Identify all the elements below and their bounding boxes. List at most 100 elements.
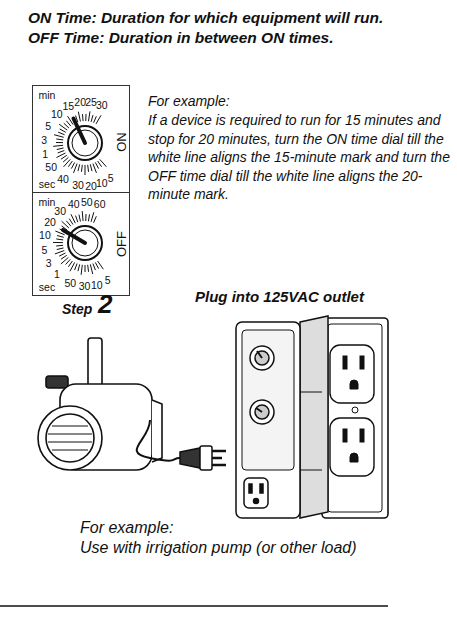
heading: OFF Time: Duration in between ON times.: [28, 28, 453, 47]
example-text: If a device is required to run for 15 mi…: [148, 111, 450, 204]
scale-number: 30: [54, 206, 66, 217]
scale-number: 15: [62, 101, 74, 112]
dial-tick: [91, 115, 93, 122]
dial-tick: [87, 265, 89, 272]
scale-number: 3: [46, 258, 52, 269]
dial-tick: [68, 161, 72, 167]
dial-tick: [79, 215, 80, 222]
dial-tick: [78, 112, 80, 122]
example-text: Use with irrigation pump (or other load): [80, 538, 440, 557]
scale-number: 20: [74, 97, 86, 108]
example-heading: For example:: [80, 518, 440, 537]
dial-tick: [57, 248, 64, 250]
dial-tick: [68, 261, 72, 267]
dial-tick: [57, 148, 64, 150]
scale-number: 20: [85, 180, 97, 191]
scale-number: 10: [39, 230, 51, 241]
dial-tick: [87, 165, 89, 172]
dial-tick: [78, 164, 80, 171]
scale-number: 50: [45, 162, 57, 173]
scale-number: 1: [54, 269, 60, 280]
dial-tick: [98, 161, 102, 167]
dial-tick: [76, 216, 78, 223]
dial-tick: [81, 265, 82, 275]
dial-tick: [56, 245, 63, 247]
scale-number: 30: [79, 281, 91, 292]
scale-number: 60: [94, 199, 106, 210]
example-heading: For example:: [148, 93, 448, 110]
dial-tick: [85, 214, 86, 221]
dial-panel: min152025301053150403020105secON: [32, 85, 130, 193]
dial-tick: [58, 151, 65, 153]
dial-tick: [85, 265, 86, 272]
dial-tick: [81, 165, 83, 172]
heading: ON Time: Duration for which equipment wi…: [28, 8, 453, 27]
cord: [137, 420, 180, 461]
dial-tick: [95, 162, 98, 168]
on-dial-knob: [68, 119, 102, 161]
wall-outlet: [322, 318, 388, 518]
dial-title: OFF: [115, 231, 128, 257]
step-word: Step: [62, 301, 102, 318]
dial-tick: [82, 114, 84, 121]
dial-tick: [54, 135, 64, 138]
dial-tick: [90, 264, 92, 274]
scale-number: min: [39, 90, 56, 101]
dial-tick: [64, 123, 69, 128]
pump: [38, 338, 162, 470]
scale-number: 25: [85, 97, 97, 108]
dial-tick: [56, 238, 63, 240]
dial-tick: [56, 142, 63, 143]
dial-tick: [53, 145, 63, 146]
dial-tick: [78, 264, 80, 271]
dial-tick: [66, 221, 70, 226]
scale-number: 50: [64, 278, 76, 289]
dial-tick: [58, 132, 64, 135]
dial-tick: [88, 214, 89, 221]
dial-tick: [66, 121, 70, 126]
dial-tick: [88, 111, 90, 121]
dial-panel: min4050603020105315030105secOFF: [32, 192, 130, 296]
scale-number: 30: [72, 180, 84, 191]
dial-tick: [75, 264, 78, 271]
step-number: 2: [98, 289, 128, 320]
dial-ticks: [53, 111, 106, 274]
dial-tick: [94, 216, 97, 222]
scale-number: 40: [68, 199, 80, 210]
scale-number: 30: [96, 100, 108, 111]
dial-tick: [61, 155, 67, 159]
scale-number: sec: [39, 179, 55, 190]
dial-tick: [91, 212, 94, 222]
scale-number: 10: [96, 178, 108, 189]
dial-tick: [57, 235, 64, 237]
timer-unit: [236, 316, 328, 518]
dial-tick: [53, 242, 63, 243]
dial-tick: [56, 153, 65, 158]
scale-number: 5: [108, 173, 114, 184]
footer-rule: [0, 605, 388, 607]
scale-number: 1: [42, 149, 48, 160]
plug: [180, 446, 226, 470]
dial-tick: [56, 138, 63, 140]
scale-number: 40: [57, 174, 69, 185]
dial-tick: [93, 164, 97, 173]
dial-tick: [85, 165, 86, 175]
dial-title: ON: [115, 132, 128, 152]
scale-number: 5: [45, 120, 51, 131]
dial-tick: [95, 262, 98, 268]
dial-tick: [74, 164, 78, 173]
dial-tick: [94, 116, 97, 122]
scale-number: 10: [91, 279, 103, 290]
scale-number: 5: [41, 245, 47, 256]
dial-tick: [60, 129, 66, 132]
scale-number: 5: [105, 275, 111, 286]
dial-tick: [82, 211, 84, 221]
scale-number: 50: [81, 197, 93, 208]
dial-tick: [71, 162, 74, 168]
scale-number: 3: [41, 134, 47, 145]
dial-tick: [71, 214, 75, 223]
dial-tick: [96, 115, 101, 124]
dial-tick: [69, 219, 73, 225]
step-instruction: Plug into 125VAC outlet: [195, 288, 445, 306]
